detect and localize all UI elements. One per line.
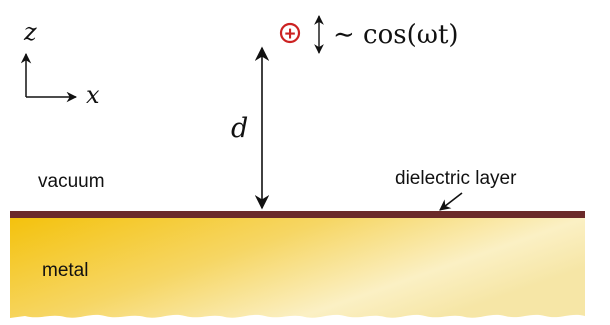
charge-circle <box>279 22 301 44</box>
point-charge: + <box>279 22 301 45</box>
coordinate-axes: z x <box>20 18 100 109</box>
metal-block <box>10 218 585 318</box>
oscillation-label: ∼ cos(ωt) <box>333 20 459 50</box>
dielectric-pointer-arrow <box>439 192 463 211</box>
charge-symbol: + <box>284 24 295 45</box>
z-axis-label: z <box>23 18 37 46</box>
x-axis-label: x <box>86 81 100 109</box>
dielectric-label: dielectric layer <box>395 168 517 189</box>
metal-label: metal <box>42 260 88 281</box>
dielectric-layer <box>10 211 585 218</box>
vacuum-label: vacuum <box>38 171 105 192</box>
distance-label: d <box>231 113 248 144</box>
